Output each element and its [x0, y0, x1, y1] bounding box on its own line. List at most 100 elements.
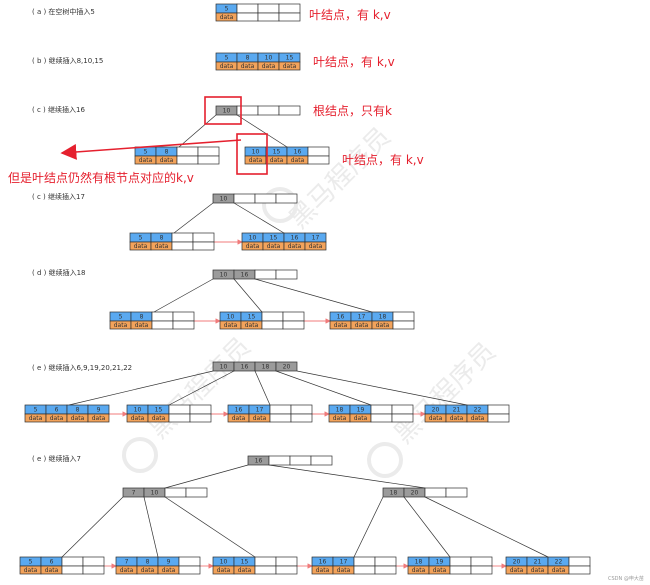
data-label: data	[450, 415, 464, 422]
data-label: data	[249, 157, 263, 164]
data-label: data	[412, 567, 426, 574]
data-label: data	[50, 415, 64, 422]
key-label: 8	[146, 559, 150, 566]
key-label: 22	[474, 407, 482, 414]
data-cell	[470, 565, 493, 575]
data-cell	[449, 565, 472, 575]
data-label: data	[220, 14, 234, 21]
tree-edge	[268, 464, 426, 489]
credit-text: CSDN @申大苗	[608, 575, 644, 582]
key-label: 5	[139, 235, 143, 242]
key-label: 16	[291, 235, 299, 242]
data-cell	[278, 12, 301, 22]
key-cell	[370, 404, 393, 415]
key-label: 18	[415, 559, 423, 566]
tree-edges	[61, 114, 549, 558]
data-label: data	[232, 415, 246, 422]
data-cell	[254, 565, 277, 575]
data-label: data	[220, 63, 234, 70]
key-cell	[82, 556, 105, 567]
key-label: 10	[220, 196, 228, 203]
data-label: data	[162, 567, 176, 574]
key-cell	[353, 556, 376, 567]
data-cell	[192, 241, 215, 251]
data-label: data	[510, 567, 524, 574]
internal-node-c2-0: 10	[212, 193, 298, 204]
tree-edge	[424, 496, 549, 558]
data-label: data	[283, 63, 297, 70]
data-label: data	[262, 63, 276, 70]
data-cell	[82, 565, 105, 575]
key-label: 15	[270, 235, 278, 242]
data-label: data	[245, 322, 259, 329]
key-label: 16	[255, 458, 263, 465]
key-cell	[257, 3, 280, 14]
key-cell	[445, 487, 468, 498]
data-cell	[168, 413, 191, 423]
tree-edge	[153, 278, 214, 313]
data-label: data	[429, 415, 443, 422]
watermark-logo-2	[122, 437, 158, 473]
key-cell	[178, 556, 201, 567]
key-label: 15	[286, 55, 294, 62]
key-cell	[282, 311, 305, 322]
data-label: data	[267, 243, 281, 250]
data-cell	[275, 565, 298, 575]
key-label: 10	[220, 272, 228, 279]
key-cell	[289, 455, 312, 466]
key-cell	[307, 146, 330, 157]
highlight-leaf-box	[236, 133, 268, 175]
key-label: 22	[555, 559, 563, 566]
stage-label-e: ( e ) 继续插入6,9,19,20,21,22	[32, 363, 132, 372]
tree-edge	[233, 278, 263, 313]
watermark-logo-1	[262, 187, 298, 223]
key-cell	[275, 556, 298, 567]
watermark-logo-3	[367, 442, 403, 478]
key-cell	[189, 404, 212, 415]
data-label: data	[114, 322, 128, 329]
key-label: 18	[379, 314, 387, 321]
data-label: data	[217, 567, 231, 574]
key-label: 10	[265, 55, 273, 62]
key-cell	[290, 404, 313, 415]
data-label: data	[134, 243, 148, 250]
tree-edge	[168, 370, 235, 406]
highlight-root-box	[204, 96, 242, 125]
data-label: data	[160, 157, 174, 164]
data-cell	[87, 413, 110, 423]
key-cell	[261, 311, 284, 322]
key-cell	[168, 404, 191, 415]
annotations: 叶结点，有 k,v 叶结点，有 k,v 根结点，只有k 叶结点，有 k,v 但是…	[8, 8, 424, 185]
internal-node-c-0: 10	[215, 105, 301, 116]
key-label: 17	[312, 235, 320, 242]
key-label: 21	[453, 407, 461, 414]
data-label: data	[152, 415, 166, 422]
key-label: 7	[132, 490, 136, 497]
data-label: data	[241, 63, 255, 70]
data-cell	[261, 320, 284, 330]
data-label: data	[24, 567, 38, 574]
data-label: data	[92, 415, 106, 422]
key-cell	[449, 556, 472, 567]
key-label: 10	[223, 108, 231, 115]
key-label: 10	[151, 490, 159, 497]
key-label: 6	[55, 407, 59, 414]
key-label: 6	[50, 559, 54, 566]
key-label: 18	[262, 364, 270, 371]
data-label: data	[337, 567, 351, 574]
data-cell	[487, 413, 510, 423]
stage-label-e2: ( e ) 继续插入7	[32, 454, 81, 463]
watermark-3: 黑马程序员	[389, 337, 502, 450]
tree-edge	[143, 496, 159, 558]
key-cell	[61, 556, 84, 567]
tree-edge	[254, 278, 373, 313]
annotation-leaf-a: 叶结点，有 k,v	[309, 8, 391, 22]
key-label: 10	[220, 559, 228, 566]
key-label: 21	[534, 559, 542, 566]
